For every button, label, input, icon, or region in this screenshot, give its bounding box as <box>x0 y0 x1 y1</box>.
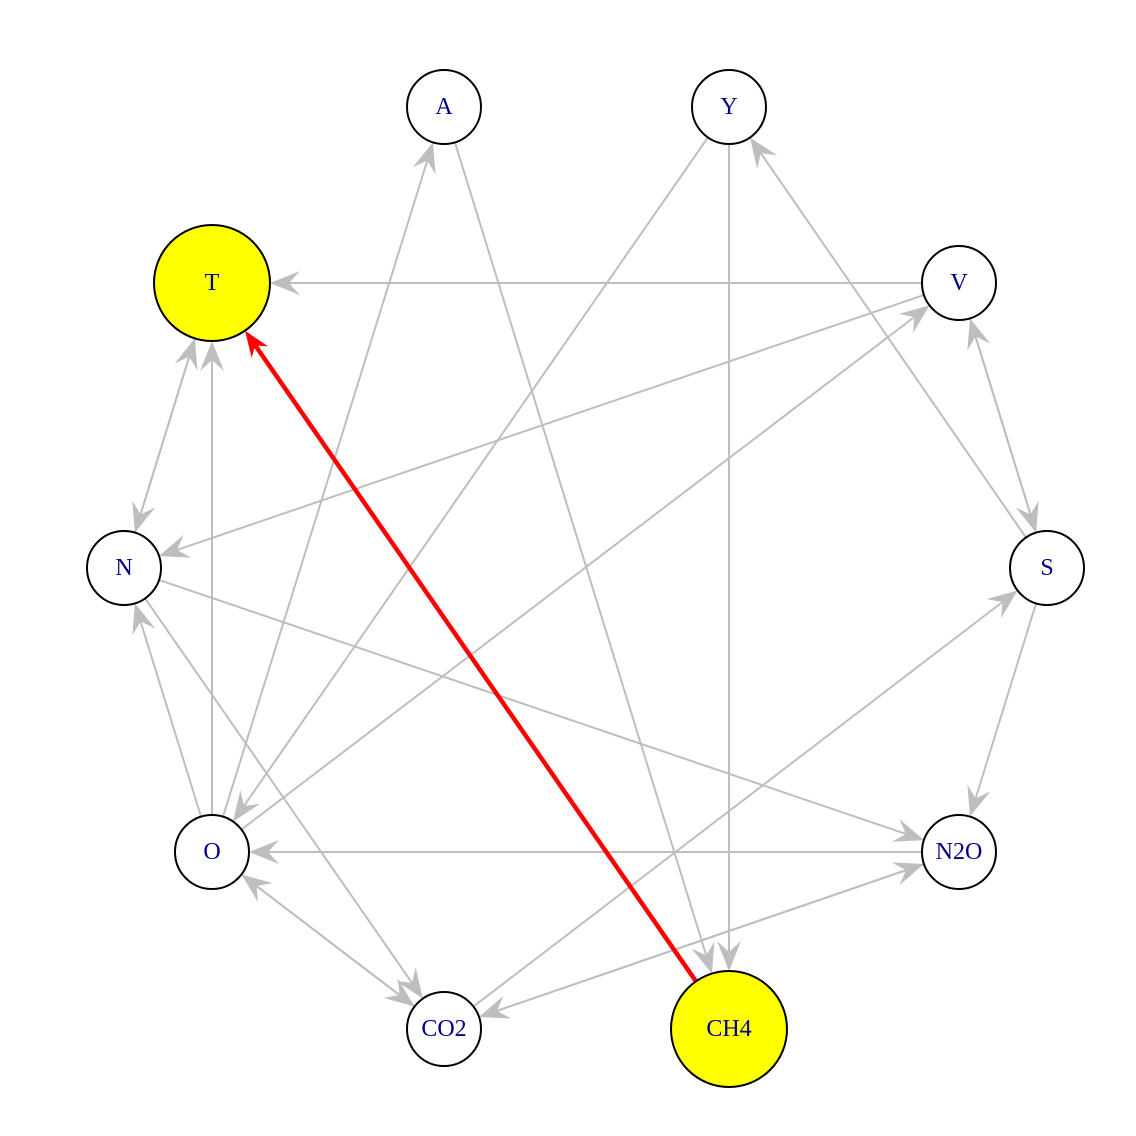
edge-a-to-ch4 <box>453 142 715 974</box>
node-s: S <box>1009 530 1085 606</box>
edge-line <box>974 603 1038 799</box>
edge-s-to-n2o <box>967 603 1038 817</box>
edge-line <box>453 142 708 956</box>
node-a: A <box>406 69 482 145</box>
edge-arrowhead <box>412 142 436 175</box>
node-circle <box>86 530 162 606</box>
edge-co2-to-s <box>472 590 1018 1008</box>
node-circle <box>406 991 482 1067</box>
edge-v-to-t <box>270 271 922 295</box>
node-label: S <box>1040 555 1053 581</box>
edge-arrowhead <box>717 941 741 971</box>
edge-arrowhead <box>750 137 777 169</box>
edge-arrowhead <box>691 941 715 974</box>
edge-line <box>139 621 203 817</box>
edge-line <box>243 136 709 807</box>
node-label: Y <box>720 94 737 120</box>
node-circle <box>921 245 997 321</box>
edge-arrowhead <box>245 330 269 358</box>
edge-o-to-a <box>222 142 436 817</box>
edge-n2o-to-o <box>249 840 922 864</box>
node-ch4: CH4 <box>670 970 788 1088</box>
edges-layer <box>132 136 1039 1019</box>
node-y: Y <box>691 69 767 145</box>
edge-line <box>968 318 1032 515</box>
edge-t-to-n <box>132 338 196 533</box>
edge-arrowhead <box>132 500 156 533</box>
edge-y-to-ch4 <box>717 144 741 971</box>
node-circle <box>406 69 482 145</box>
edge-arrowhead <box>159 535 192 558</box>
edge-s-to-y <box>750 137 1027 539</box>
edge-ch4-to-t <box>245 330 698 983</box>
node-label: CO2 <box>421 1016 466 1042</box>
edge-o-to-t <box>200 341 224 815</box>
edge-arrowhead <box>395 967 423 999</box>
edge-line <box>144 597 413 984</box>
node-label: N <box>115 555 132 581</box>
edge-n2o-to-co2 <box>478 863 925 1019</box>
edge-arrowhead <box>891 862 925 886</box>
node-label: A <box>435 94 453 120</box>
edge-line <box>139 338 196 515</box>
edge-line <box>253 344 698 983</box>
node-circle <box>921 814 997 890</box>
edge-n-to-n2o <box>158 578 924 842</box>
edge-arrowhead <box>478 995 512 1019</box>
edge-line <box>255 885 416 1008</box>
edge-arrowhead <box>249 840 279 864</box>
edge-line <box>240 316 916 831</box>
edge-n-to-co2 <box>144 597 423 999</box>
edge-v-to-n <box>159 294 925 558</box>
edge-line <box>222 160 429 817</box>
edge-arrowhead <box>967 784 991 817</box>
edge-line <box>472 601 1004 1008</box>
edge-arrowhead <box>1015 500 1039 533</box>
node-n: N <box>86 530 162 606</box>
edge-arrowhead <box>132 603 156 636</box>
edge-line <box>176 294 925 551</box>
node-t: T <box>153 224 271 342</box>
edge-line <box>759 152 1027 539</box>
edge-arrowhead <box>898 305 930 334</box>
node-circle <box>691 69 767 145</box>
node-label: N2O <box>936 839 983 865</box>
edge-arrowhead <box>241 874 273 903</box>
edge-arrowhead <box>233 790 261 822</box>
node-v: V <box>921 245 997 321</box>
node-label: T <box>205 270 220 296</box>
node-n2o: N2O <box>921 814 997 890</box>
edge-arrowhead <box>986 590 1018 619</box>
edge-o-to-v <box>240 305 930 831</box>
node-co2: CO2 <box>406 991 482 1067</box>
edge-arrowhead <box>891 819 924 842</box>
node-circle <box>670 970 788 1088</box>
node-circle <box>174 814 250 890</box>
edge-co2-to-o <box>241 874 416 1008</box>
edge-line <box>496 863 925 1012</box>
node-label: V <box>950 270 968 296</box>
node-label: CH4 <box>706 1016 751 1042</box>
node-label: O <box>203 839 220 865</box>
edge-arrowhead <box>200 341 224 371</box>
edge-o-to-n <box>132 603 203 817</box>
nodes-layer: A Y T V N S O N2O CO2 CH4 <box>86 69 1085 1088</box>
edge-v-to-s <box>968 318 1039 533</box>
edge-y-to-o <box>233 136 709 822</box>
node-circle <box>1009 530 1085 606</box>
node-o: O <box>174 814 250 890</box>
edge-arrowhead <box>270 271 300 295</box>
edge-line <box>158 578 907 835</box>
node-circle <box>153 224 271 342</box>
